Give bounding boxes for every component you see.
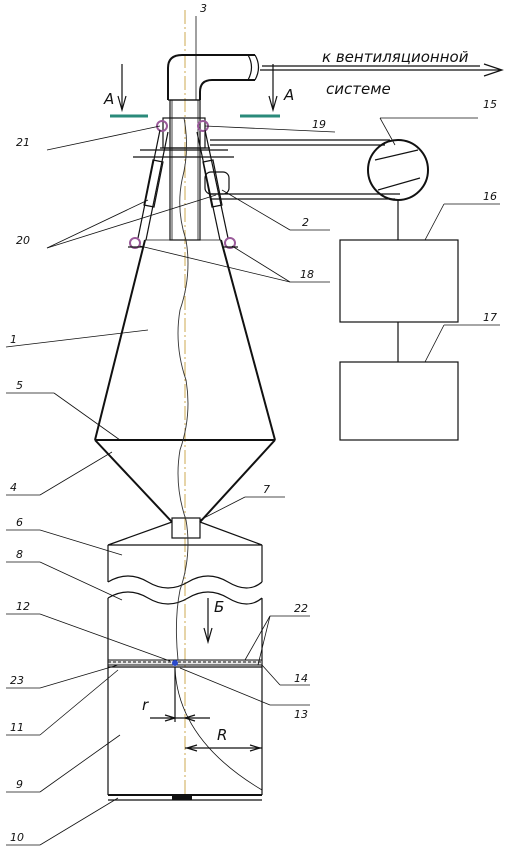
label-22: 22 [294,602,308,615]
label-9: 9 [16,778,23,791]
label-12: 12 [16,600,30,613]
section-a-marker [110,64,280,118]
lower-cone [94,439,276,523]
section-b-arrow [203,598,213,645]
label-8: 8 [16,548,23,561]
label-1: 1 [10,333,17,346]
section-b-label: Б [214,598,224,616]
label-4: 4 [10,481,17,494]
label-10: 10 [10,831,24,844]
small-radius-label: r [142,696,149,714]
ventilation-caption-2: системе [326,80,391,98]
label-19: 19 [312,118,326,131]
cylinders [137,129,230,241]
label-2: 2 [302,216,309,229]
leaders [5,16,500,846]
label-20: 20 [16,234,30,247]
label-16: 16 [483,190,497,203]
control-block-17 [339,361,459,441]
label-5: 5 [16,379,23,392]
control-block-16 [339,239,459,323]
section-a-right-label: А [283,86,294,104]
label-15: 15 [483,98,497,111]
bottom-pivots [128,237,238,249]
cyclone-cone [94,239,276,441]
collector-cylinder [107,591,263,801]
label-21: 21 [16,136,30,149]
radius-dimensions [150,667,263,791]
discharge-nozzle [171,517,201,539]
label-14: 14 [294,672,308,685]
large-radius-label: R [217,726,227,744]
filter-mesh [107,659,263,668]
label-23: 23 [10,674,24,687]
label-13: 13 [294,708,308,721]
section-a-left-label: А [103,90,114,108]
label-7: 7 [263,483,270,496]
particle-trajectory [175,117,189,661]
ventilation-caption-1: к вентиляционной [322,48,469,66]
cyclone-head [133,117,234,158]
label-18: 18 [300,268,314,281]
label-3: 3 [200,2,207,15]
label-17: 17 [483,311,497,324]
collector-transition [107,521,263,589]
outlet-pipe [167,54,260,101]
label-6: 6 [16,516,23,529]
ventilation-arrow [260,63,504,77]
belt-drive [210,139,400,200]
label-11: 11 [10,721,24,734]
motor [367,139,429,240]
